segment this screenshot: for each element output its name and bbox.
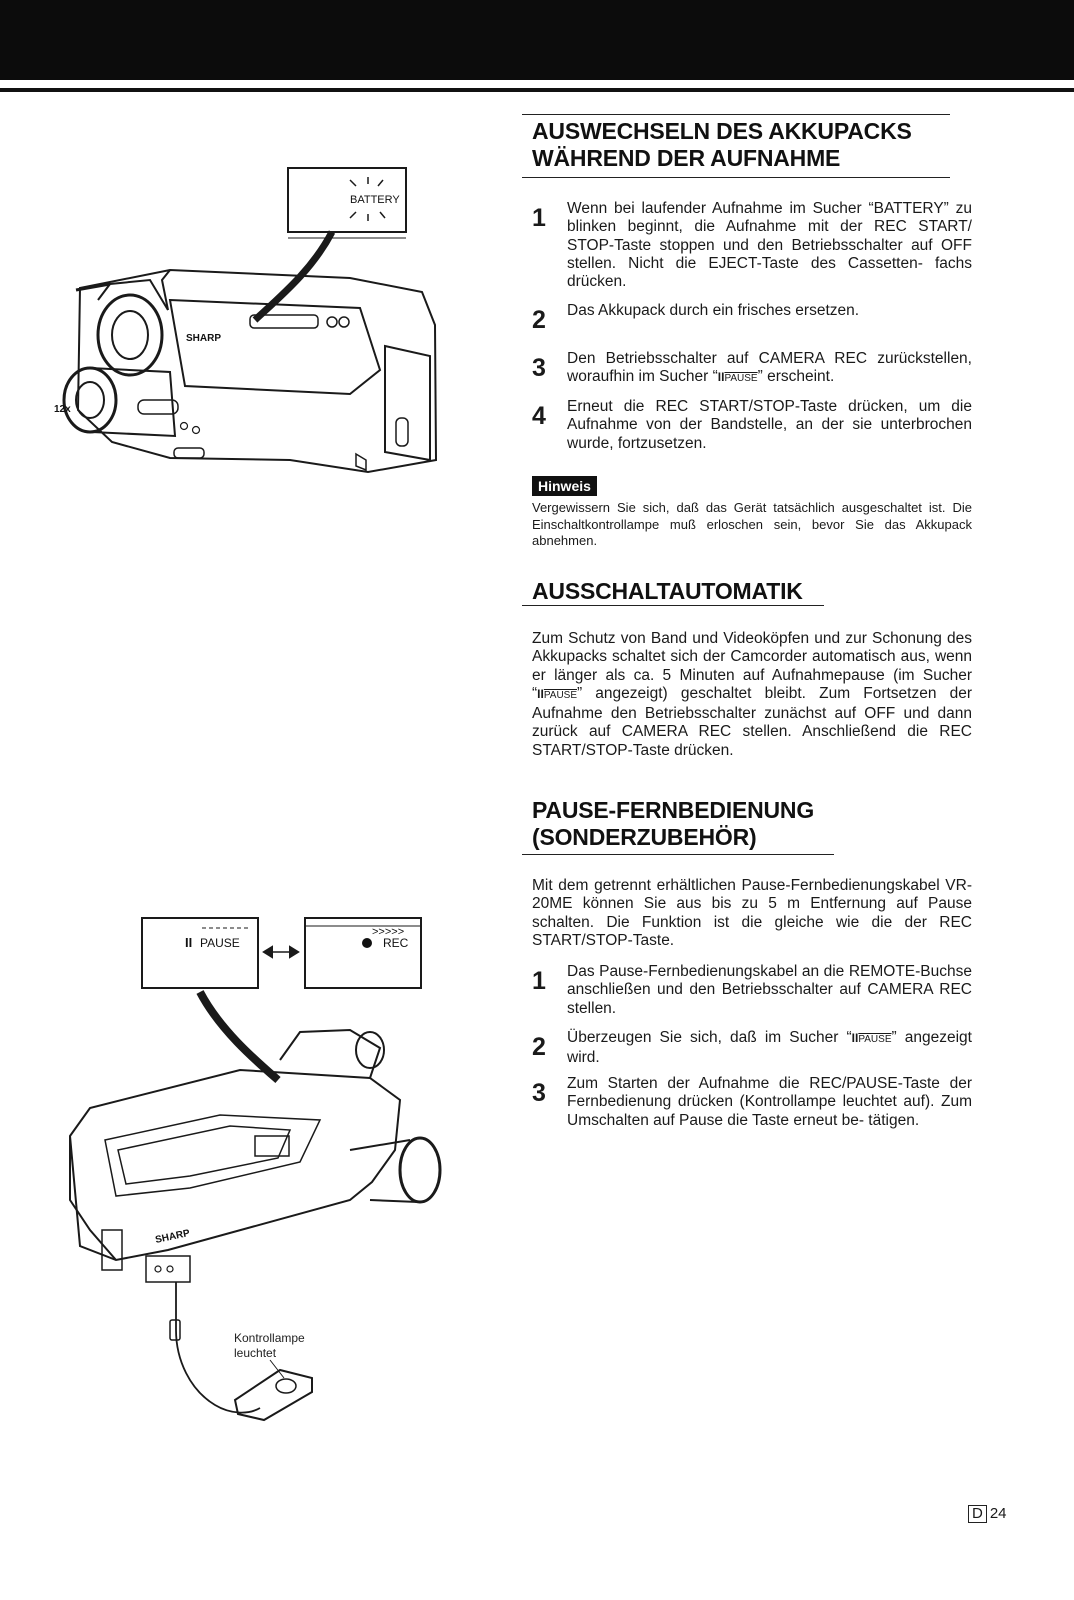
step-text: Wenn bei laufender Aufnahme im Sucher “B… [567, 200, 972, 291]
note-text: Vergewissern Sie sich, daß das Gerät tat… [532, 500, 972, 548]
language-code-box: D [968, 1505, 987, 1523]
pause-display-text: PAUSE [200, 936, 240, 950]
pause-icon: II [185, 935, 192, 950]
pause-icon: II [537, 686, 544, 701]
section3-step-1: 1 Das Pause-Fernbedienungskabel an die R… [532, 963, 972, 1018]
section3-rule [522, 854, 834, 855]
lamp-caption-line2: leuchtet [234, 1346, 277, 1360]
pause-word: PAUSE [724, 373, 758, 385]
lamp-caption: Kontrollampe leuchtet [234, 1331, 305, 1361]
brand-logo-text: SHARP [154, 1228, 191, 1246]
section2-title: AUSSCHALTAUTOMATIK [532, 578, 803, 604]
pause-display-box [141, 917, 259, 989]
top-rule [0, 88, 1074, 92]
pause-word: PAUSE [858, 1034, 892, 1045]
viewfinder-display-box [287, 167, 407, 233]
zoom-label: 12x [54, 404, 71, 415]
step-text: Das Pause-Fernbedienungskabel an die REM… [567, 963, 972, 1017]
step-text: Erneut die REC START/STOP-Taste drücken,… [567, 398, 972, 452]
section3-title-line2: (SONDERZUBEHÖR) [532, 824, 757, 850]
rec-arrows-text: >>>>> [372, 926, 404, 938]
step-text-before: Überzeugen Sie sich, daß im Sucher “ [567, 1029, 852, 1046]
step-text: Das Akkupack durch ein frisches ersetzen… [567, 302, 860, 319]
step-text: Zum Starten der Aufnahme die REC/PAUSE-T… [567, 1075, 972, 1129]
note-badge: Hinweis [532, 476, 597, 496]
step-text-before: Den Betriebsschalter auf CAMERA REC zurü… [567, 350, 972, 386]
pause-icon: II [851, 1031, 859, 1045]
section3-heading: PAUSE-FERNBEDIENUNG (SONDERZUBEHÖR) [532, 797, 972, 851]
section1-top-rule [522, 114, 950, 115]
pause-word: PAUSE [543, 689, 578, 701]
section1-heading: AUSWECHSELN DES AKKUPACKS WÄHREND DER AU… [532, 118, 972, 172]
lamp-caption-line1: Kontrollampe [234, 1331, 305, 1345]
rec-display-text: REC [383, 936, 409, 950]
figure-remote-pause: II PAUSE >>>>> REC SHARP [68, 917, 442, 1422]
step-text: Überzeugen Sie sich, daß im Sucher “IIPA… [567, 1029, 972, 1068]
step-number: 4 [532, 402, 546, 430]
rec-dot-icon [362, 938, 372, 948]
section3-title-line1: PAUSE-FERNBEDIENUNG [532, 797, 815, 823]
step-number: 3 [532, 1079, 546, 1107]
step-number: 1 [532, 967, 546, 995]
rec-display-box [304, 917, 422, 989]
page-number-value: 24 [989, 1505, 1007, 1522]
step-text: Den Betriebsschalter auf CAMERA REC zurü… [567, 350, 972, 389]
section2-heading: AUSSCHALTAUTOMATIK [532, 578, 972, 605]
para-text-after: ” angezeigt) geschaltet bleibt. Zum Fort… [532, 684, 972, 759]
section1-step-3: 3 Den Betriebsschalter auf CAMERA REC zu… [532, 350, 972, 389]
step-text-after: ” erscheint. [757, 368, 835, 386]
step-text-after: ” angezeigt wird. [567, 1029, 972, 1067]
section1-step-1: 1 Wenn bei laufender Aufnahme im Sucher … [532, 200, 972, 291]
section1-step-4: 4 Erneut die REC START/STOP-Taste drücke… [532, 398, 972, 453]
section2-rule [522, 605, 824, 606]
pause-icon: II [717, 370, 725, 385]
section1-step-2: 2 Das Akkupack durch ein frisches ersetz… [532, 302, 972, 333]
step-number: 3 [532, 354, 546, 382]
figure-camcorder-battery: BATTERY SHARP 12x [54, 167, 438, 474]
step-number: 1 [532, 204, 546, 232]
section1-bottom-rule [522, 177, 950, 178]
section3-step-3: 3 Zum Starten der Aufnahme die REC/PAUSE… [532, 1075, 972, 1130]
step-number: 2 [532, 1033, 546, 1061]
section3-step-2: 2 Überzeugen Sie sich, daß im Sucher “II… [532, 1029, 972, 1068]
section1-title-line1: AUSWECHSELN DES AKKUPACKS [532, 118, 912, 144]
brand-logo-text: SHARP [186, 333, 221, 344]
para-text-before: Zum Schutz von Band und Videoköpfen und … [532, 630, 972, 702]
section2-paragraph: Zum Schutz von Band und Videoköpfen und … [532, 630, 972, 760]
top-black-banner [0, 0, 1074, 80]
section3-intro: Mit dem getrennt erhältlichen Pause-Fern… [532, 877, 972, 949]
section1-title-line2: WÄHREND DER AUFNAHME [532, 145, 841, 171]
step-number: 2 [532, 306, 546, 334]
battery-indicator-text: BATTERY [350, 194, 400, 206]
